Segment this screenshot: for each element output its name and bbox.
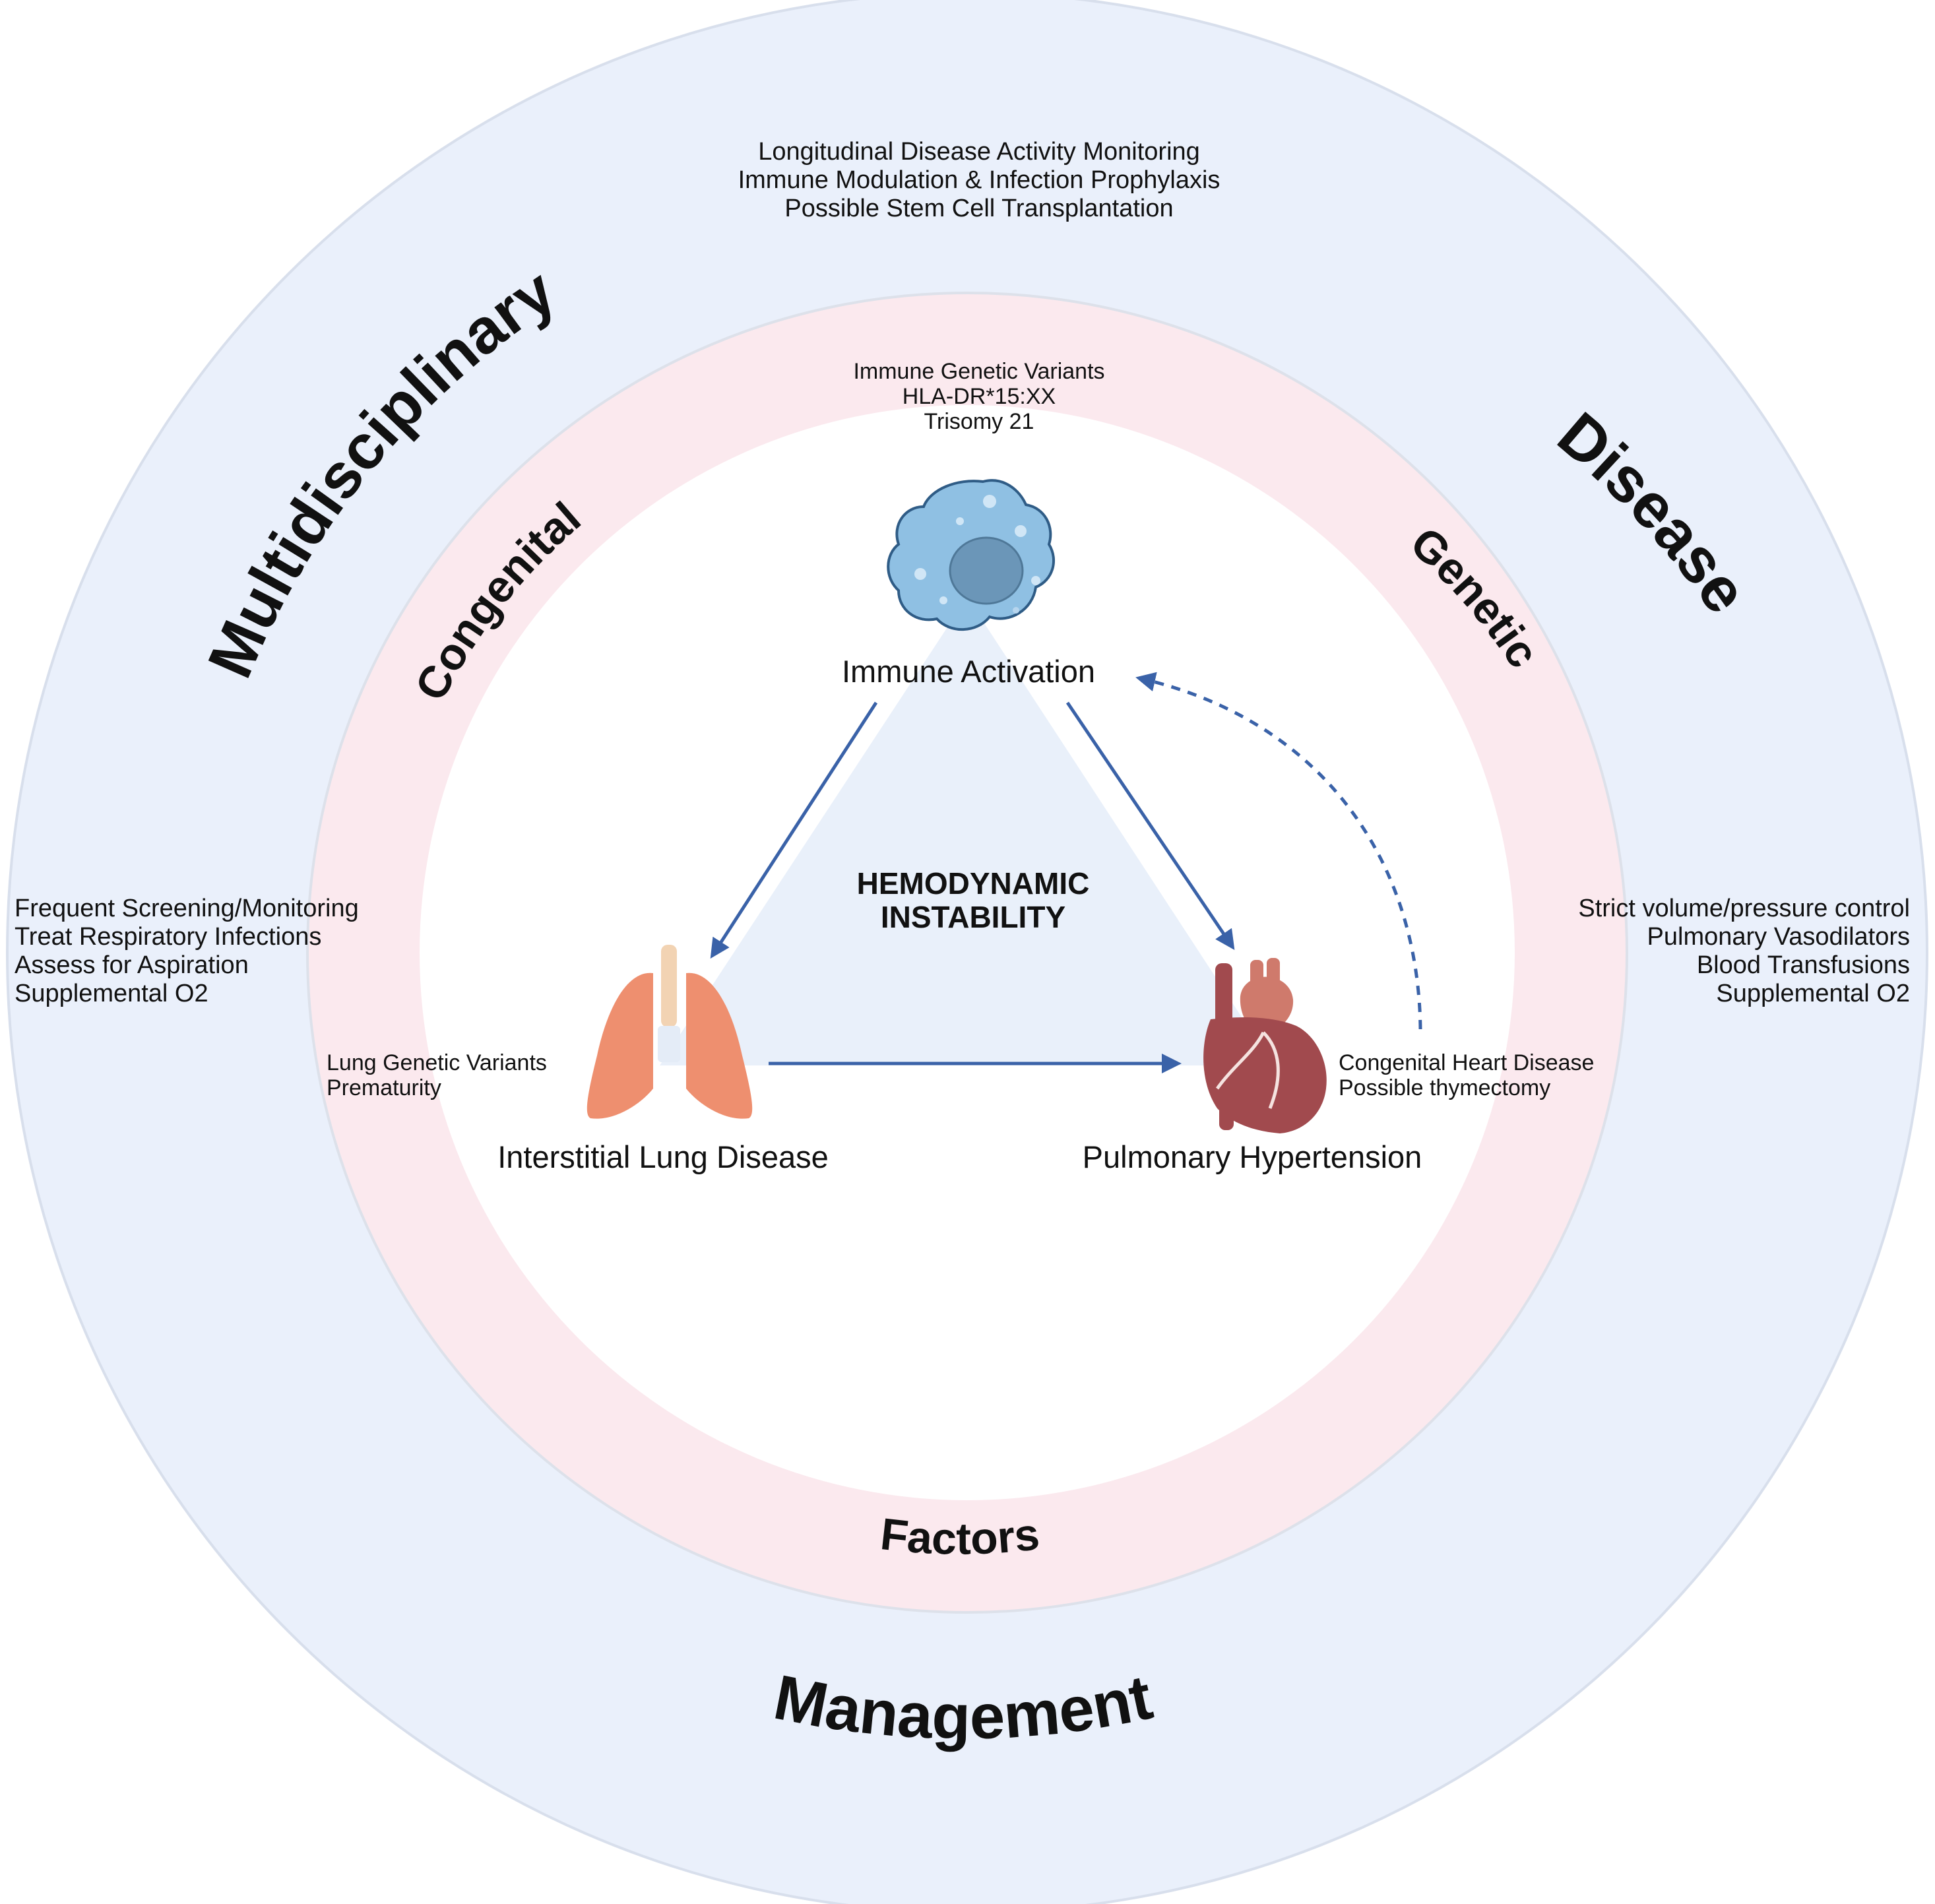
middle-label-factors: Factors: [878, 1509, 1042, 1564]
outer-left-note: Supplemental O2: [15, 980, 208, 1007]
outer-right-note: Pulmonary Vasodilators: [1647, 923, 1910, 951]
arrow-immune-to-heart: [1065, 701, 1235, 950]
arrow-immune-to-lung: [710, 701, 878, 959]
outer-right-note: Strict volume/pressure control: [1578, 895, 1910, 922]
middle-top-note: HLA-DR*15:XX: [903, 384, 1056, 409]
center-title-line2: INSTABILITY: [881, 900, 1065, 934]
heart-icon: [1203, 958, 1327, 1133]
outer-left-note: Frequent Screening/Monitoring: [15, 895, 359, 922]
center-title-line1: HEMODYNAMIC: [857, 866, 1090, 901]
outer-top-note: Possible Stem Cell Transplantation: [784, 195, 1173, 222]
node-interstitial-lung-disease: Interstitial Lung Disease: [497, 1139, 829, 1174]
middle-top-note: Trisomy 21: [924, 409, 1034, 434]
middle-left-note: Lung Genetic Variants: [327, 1050, 547, 1075]
outer-right-note: Supplemental O2: [1716, 980, 1910, 1007]
outer-top-note: Longitudinal Disease Activity Monitoring: [758, 138, 1200, 166]
outer-right-note: Blood Transfusions: [1697, 951, 1910, 979]
middle-top-note: Immune Genetic Variants: [853, 359, 1104, 384]
middle-left-note: Prematurity: [327, 1075, 441, 1100]
lungs-icon: [587, 945, 753, 1119]
outer-left-notes: Frequent Screening/Monitoring Treat Resp…: [15, 895, 359, 1007]
outer-top-notes: Longitudinal Disease Activity Monitoring…: [738, 138, 1221, 222]
outer-left-note: Assess for Aspiration: [15, 951, 249, 979]
middle-right-notes: Congenital Heart Disease Possible thymec…: [1339, 1050, 1594, 1100]
arrow-heart-to-immune-dashed: [1135, 672, 1422, 1030]
immune-cell-icon: [887, 479, 1056, 631]
middle-left-notes: Lung Genetic Variants Prematurity: [327, 1050, 547, 1100]
outer-left-note: Treat Respiratory Infections: [15, 923, 321, 951]
middle-top-notes: Immune Genetic Variants HLA-DR*15:XX Tri…: [853, 359, 1104, 434]
outer-top-note: Immune Modulation & Infection Prophylaxi…: [738, 166, 1221, 194]
middle-right-note: Congenital Heart Disease: [1339, 1050, 1594, 1075]
outer-right-notes: Strict volume/pressure control Pulmonary…: [1578, 895, 1910, 1007]
node-immune-activation: Immune Activation: [842, 654, 1095, 689]
middle-right-note: Possible thymectomy: [1339, 1075, 1550, 1100]
center-triangle: [660, 597, 1273, 1065]
node-pulmonary-hypertension: Pulmonary Hypertension: [1083, 1139, 1422, 1174]
